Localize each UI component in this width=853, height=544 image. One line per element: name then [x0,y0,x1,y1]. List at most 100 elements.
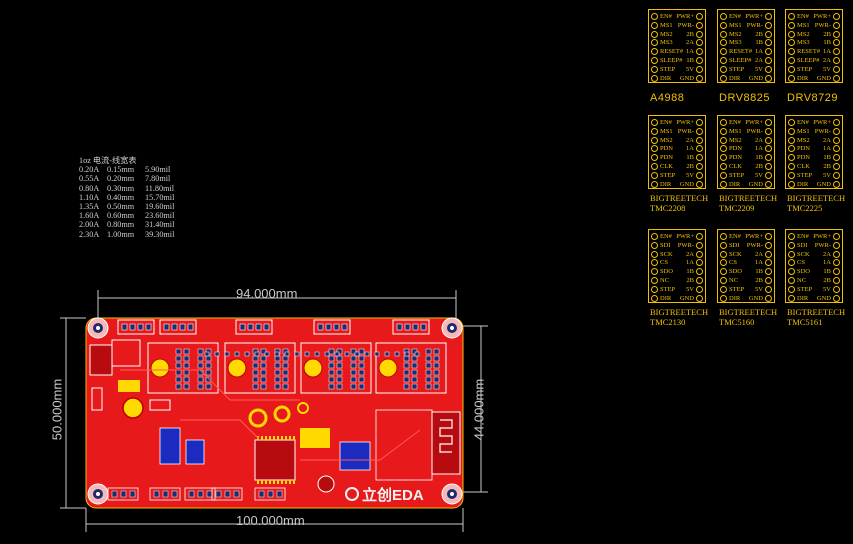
pin-label-right: 2B [823,277,831,284]
mounting-hole-icon [450,492,454,496]
table-cell: 5.90mil [145,165,171,175]
pin-pad-icon [651,233,658,240]
pin-label-left: MS3 [729,39,742,47]
pin-pad-icon [788,119,795,126]
pin-label-left: SDO [797,268,811,276]
pin-label-left: EN# [660,13,672,20]
pad [274,376,281,383]
pin-pad-icon [833,277,840,284]
pad [334,351,340,357]
pin-label-left: MS3 [660,39,673,47]
pad [324,351,330,357]
pin-label-right: PWR+ [745,233,763,240]
pad [274,369,281,376]
pin-pad-icon [788,259,795,267]
pad [252,369,259,376]
pin-label-right: PWR- [746,127,763,135]
table-cell: 0.55A [79,174,100,184]
pin-pad-icon [765,180,772,188]
pad [252,376,259,383]
pin-label-right: GND [748,74,763,82]
pin-row: SLEEP#1B [649,56,705,66]
pin-label-right: PWR+ [813,233,831,240]
pin-label-left: SCK [660,250,673,258]
connector-outline [392,319,430,335]
pad [137,323,144,331]
pad [350,369,357,376]
table-cell: 11.80mil [145,183,175,193]
pin [265,436,267,440]
pin-label-right: 2A [755,57,763,64]
pin-label-left: SDO [729,268,743,276]
pad [328,383,335,390]
driver-module-name: BIGTREETECH TMC2208 [650,193,709,213]
pin-pad-icon [696,171,703,179]
pin-pad-icon [720,74,727,82]
pad [263,323,270,331]
pin-pad-icon [833,259,840,267]
pad [252,355,259,362]
pad [403,369,410,376]
pad [224,490,231,498]
pin-label-right: 5V [755,65,763,73]
pin-pad-icon [651,119,658,126]
pad [175,369,182,376]
table-cell: 23.60mil [145,211,175,221]
pad [153,490,160,498]
pad [433,369,440,376]
pad [282,383,289,390]
pin-label-right: 1A [755,48,763,56]
pin-row: EN#PWR+ [718,232,774,242]
pin-label-right: PWR- [814,21,831,29]
pin-pad-icon [788,277,795,284]
pad [350,376,357,383]
pin [269,480,271,484]
pin-pad-icon [651,74,658,82]
pad [255,323,262,331]
pad [364,351,370,357]
pin-pad-icon [696,180,703,188]
pin-label-left: SCK [729,250,742,258]
table-cell: 0.80A [79,183,100,193]
pin-pad-icon [651,21,658,29]
ic-chip [339,441,371,471]
pin-label-left: SLEEP# [660,57,683,64]
pin-label-right: 1A [823,145,831,153]
pad [336,369,343,376]
pin-label-right: PWR- [677,241,694,249]
pin-pad-icon [651,268,658,276]
pin-pad-icon [788,21,795,29]
pin-label-left: SLEEP# [729,57,752,64]
pad [233,490,240,498]
pad [328,362,335,369]
pin-row: SLEEP#2A [718,56,774,66]
pin-pad-icon [788,285,795,293]
pin-pad-icon [833,233,840,240]
pin [293,436,295,440]
pin [273,436,275,440]
pad [187,323,194,331]
mcu-chip [254,439,296,481]
potentiometer-icon [227,358,247,378]
pin-pad-icon [696,145,703,153]
pad [358,355,365,362]
